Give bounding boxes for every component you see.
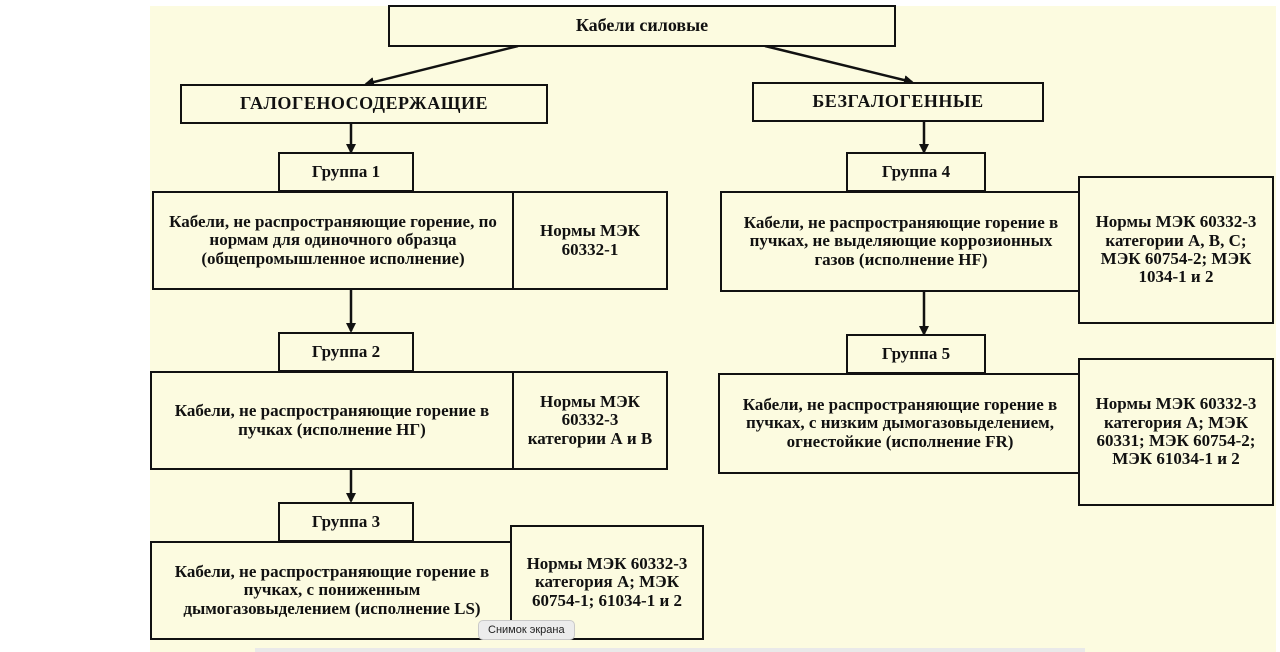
group-1-norms: Нормы МЭК 60332-1	[512, 191, 668, 290]
screenshot-bottom-strip	[255, 648, 1085, 652]
group-3-label: Группа 3	[311, 511, 381, 531]
group-4-norms-text: Нормы МЭК 60332-3 категории А, В, С; МЭК…	[1095, 212, 1257, 287]
group-2-header: Группа 2	[278, 332, 414, 372]
group-1-description: Кабели, не распространяющие горение, по …	[152, 191, 514, 290]
group-4-header: Группа 4	[846, 152, 986, 192]
group-2-desc-text: Кабели, не распространяющие горение в пу…	[174, 401, 490, 439]
group-3-norms: Нормы МЭК 60332-3 категория А; МЭК 60754…	[510, 525, 704, 640]
group-1-header: Группа 1	[278, 152, 414, 192]
category-halogen: ГАЛОГЕНОСОДЕРЖАЩИЕ	[180, 84, 548, 124]
arrow-root-to-halogen-free	[764, 44, 914, 85]
arrow-root-to-halogen	[364, 44, 519, 87]
category-halogen-free: БЕЗГАЛОГЕННЫЕ	[752, 82, 1044, 122]
group-5-label: Группа 5	[881, 343, 951, 363]
group-5-desc-text: Кабели, не распространяющие горение в пу…	[742, 394, 1058, 451]
root-label: Кабели силовые	[575, 15, 709, 36]
group-3-header: Группа 3	[278, 502, 414, 542]
group-1-norms-text: Нормы МЭК 60332-1	[540, 221, 640, 259]
group-3-description: Кабели, не распространяющие горение в пу…	[150, 541, 514, 640]
group-3-norms-text: Нормы МЭК 60332-3 категория А; МЭК 60754…	[526, 553, 688, 610]
group-2-norms-text: Нормы МЭК 60332-3 категории А и В	[527, 391, 653, 448]
category-halogen-label: ГАЛОГЕНОСОДЕРЖАЩИЕ	[239, 93, 488, 114]
group-5-header: Группа 5	[846, 334, 986, 374]
group-4-norms: Нормы МЭК 60332-3 категории А, В, С; МЭК…	[1078, 176, 1274, 324]
group-3-desc-text: Кабели, не распространяющие горение в пу…	[174, 561, 490, 618]
screenshot-tooltip: Снимок экрана	[478, 620, 575, 640]
group-4-description: Кабели, не распространяющие горение в пу…	[720, 191, 1082, 292]
group-1-label: Группа 1	[311, 161, 381, 181]
group-4-desc-text: Кабели, не распространяющие горение в пу…	[743, 212, 1059, 269]
group-2-description: Кабели, не распространяющие горение в пу…	[150, 371, 514, 470]
group-5-description: Кабели, не распространяющие горение в пу…	[718, 373, 1082, 474]
group-5-norms-text: Нормы МЭК 60332-3 категория А; МЭК 60331…	[1095, 394, 1257, 469]
screenshot-tooltip-text: Снимок экрана	[488, 624, 565, 636]
root-node: Кабели силовые	[388, 5, 896, 47]
group-2-norms: Нормы МЭК 60332-3 категории А и В	[512, 371, 668, 470]
category-halogen-free-label: БЕЗГАЛОГЕННЫЕ	[812, 91, 984, 112]
group-1-desc-text: Кабели, не распространяющие горение, по …	[169, 211, 497, 268]
group-5-norms: Нормы МЭК 60332-3 категория А; МЭК 60331…	[1078, 358, 1274, 506]
group-2-label: Группа 2	[311, 341, 381, 361]
group-4-label: Группа 4	[881, 161, 951, 181]
